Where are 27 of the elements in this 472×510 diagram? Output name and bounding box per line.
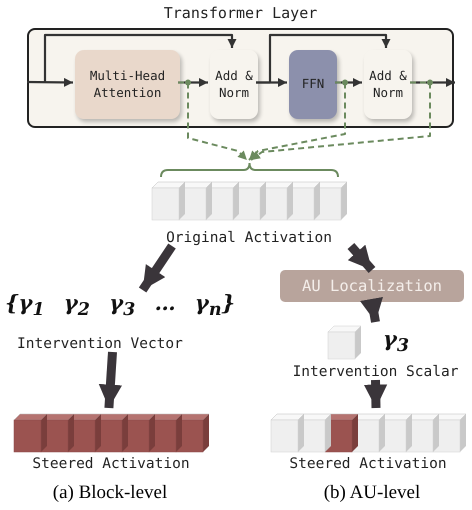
process-box: Add & Norm [364,50,412,119]
block-label: Steered Activation [288,456,448,472]
block-arrow [364,380,388,408]
arrow [44,34,236,82]
layer-panel [27,28,454,128]
dashed-arrow [250,82,431,161]
process-box: Add & Norm [210,50,258,119]
process-box: Multi-Head Attention [75,50,180,119]
panel-title: Transformer Layer [162,4,318,22]
block-label: Original Activation [165,230,333,246]
dashed-arrow [178,82,248,161]
block-label: Steered Activation [31,456,191,472]
dashed-arrow [248,82,346,161]
vector-label: Intervention Vector [17,336,183,352]
panel-caption: (b) AU-level [322,482,422,504]
process-box: FFN [289,50,337,119]
block-arrow [348,243,376,273]
math-expression: {γ$_{1}$ γ$_{2}$ γ$_{3}$ … γ$_{n}$} [5,290,236,320]
panel-caption: (a) Block-level [52,482,168,504]
block-arrow [360,296,383,323]
process-box: AU Localization [280,270,464,302]
block-arrow [138,243,176,293]
block-arrow [98,352,122,408]
arrow [256,34,390,84]
math-symbol: γ$_{3}$ [383,326,410,356]
scalar-label: Intervention Scalar [292,364,460,380]
arrow [26,78,74,87]
